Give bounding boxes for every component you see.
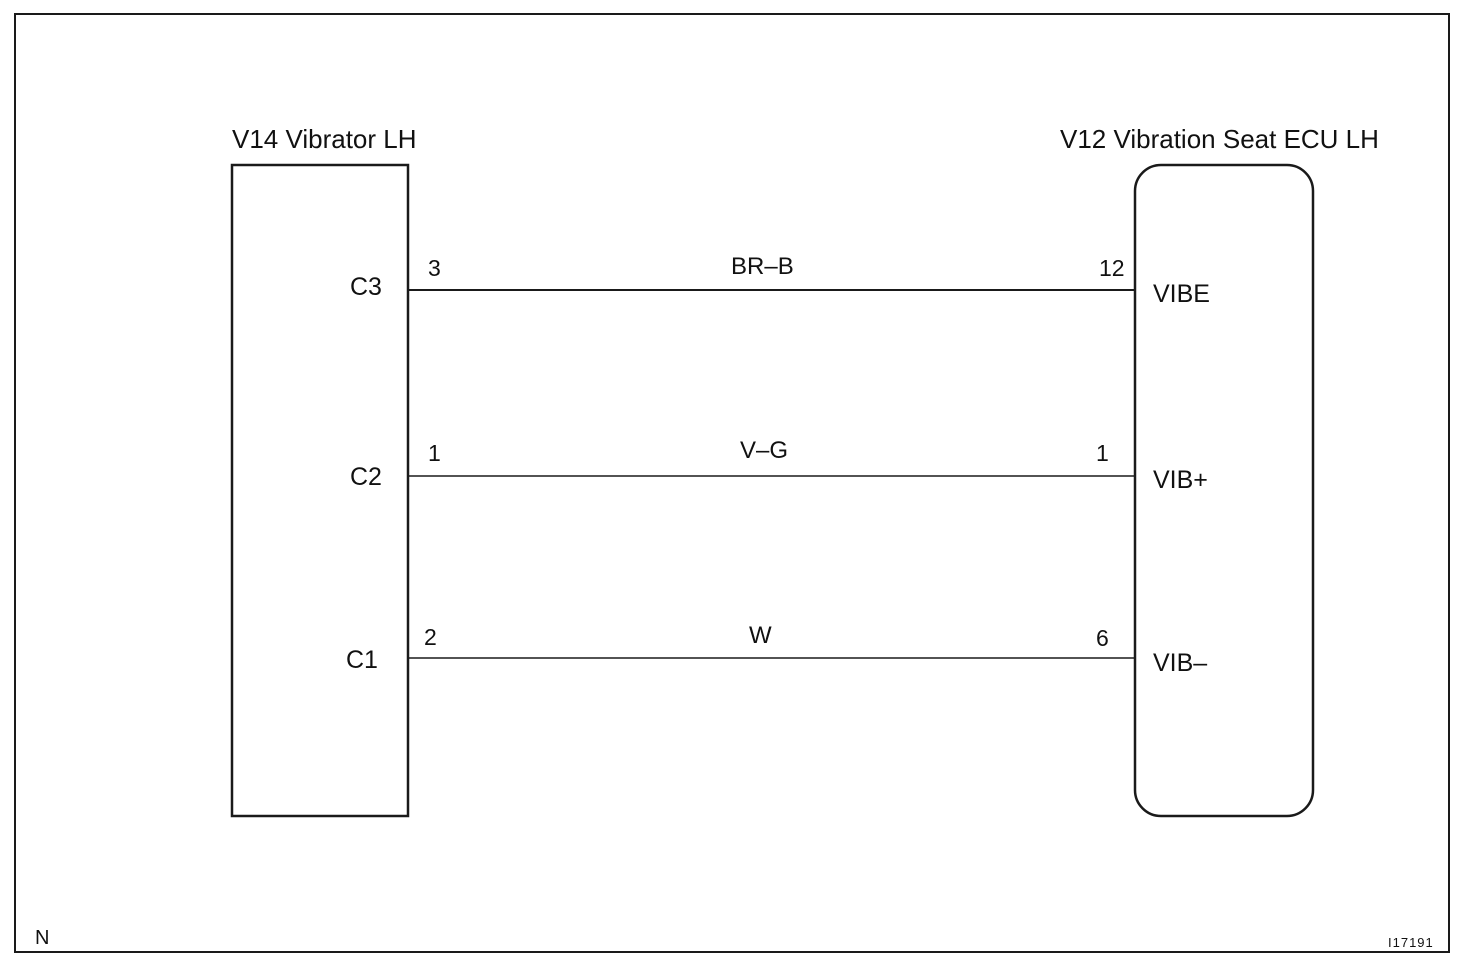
corner-mark: N — [35, 927, 50, 949]
right-terminal-vibe: VIBE — [1153, 280, 1210, 308]
diagram-frame — [14, 13, 1450, 953]
ecu-lh-box — [1133, 163, 1315, 818]
vibrator-lh-box — [230, 163, 410, 818]
left-terminal-c2: C2 — [350, 463, 382, 491]
left-pin-1: 1 — [428, 440, 441, 466]
figure-id: I17191 — [1388, 935, 1434, 950]
right-pin-1: 1 — [1096, 440, 1109, 466]
wire-color-w: W — [749, 622, 772, 649]
right-terminal-vib-minus: VIB– — [1153, 649, 1208, 677]
left-terminal-c3: C3 — [350, 273, 382, 301]
right-pin-6: 6 — [1096, 625, 1109, 651]
left-pin-2: 2 — [424, 624, 437, 650]
wire-color-v-g: V–G — [740, 437, 789, 464]
wire-color-br-b: BR–B — [731, 253, 794, 280]
right-pin-12: 12 — [1099, 255, 1125, 281]
left-pin-3: 3 — [428, 255, 441, 281]
left-terminal-c1: C1 — [346, 646, 378, 674]
left-component-title: V14 Vibrator LH — [232, 124, 417, 154]
right-terminal-vib-plus: VIB+ — [1153, 466, 1208, 494]
right-component-title: V12 Vibration Seat ECU LH — [1060, 124, 1379, 154]
